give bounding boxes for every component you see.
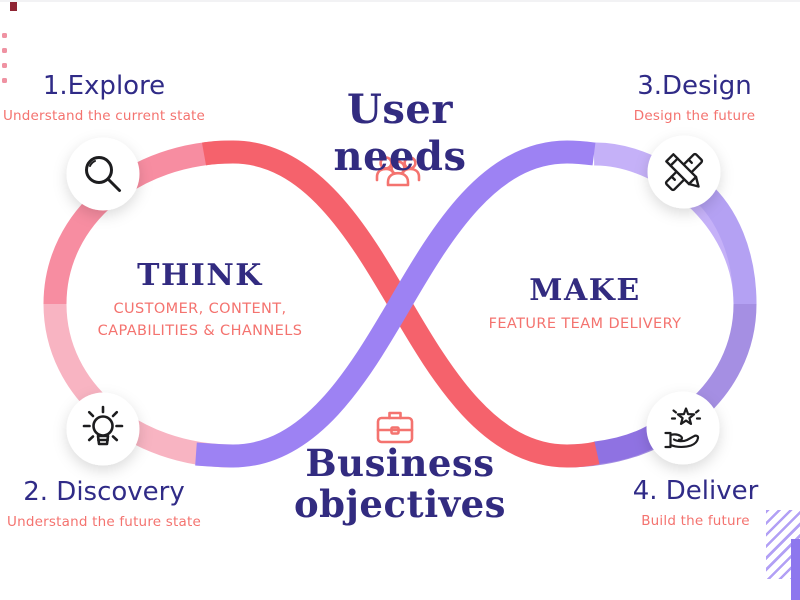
corner-accent-tick [10, 2, 17, 11]
accent-dot [2, 63, 7, 68]
accent-dot [2, 78, 7, 83]
stage-explore: 1.Explore Understand the current state [0, 71, 210, 124]
make-subtitle: FEATURE TEAM DELIVERY [488, 316, 682, 332]
stage-deliver-subtitle: Build the future [641, 512, 750, 529]
stage-design-subtitle: Design the future [633, 107, 756, 124]
stage-explore-label: 1.Explore [42, 71, 166, 101]
deliver-hand-icon [646, 391, 720, 465]
think-block: THINK CUSTOMER, CONTENT, CAPABILITIES & … [92, 258, 308, 343]
think-subtitle: CUSTOMER, CONTENT, CAPABILITIES & CHANNE… [97, 301, 303, 339]
stage-deliver-label: 4. Deliver [632, 476, 759, 506]
stage-discovery-label: 2. Discovery [23, 477, 185, 507]
make-block: MAKE FEATURE TEAM DELIVERY [477, 273, 693, 336]
business-objectives-title: Business objectives [293, 441, 507, 526]
ribbon-segment-purple-main [195, 140, 596, 468]
accent-dot [2, 48, 7, 53]
dot-column-accent [2, 33, 7, 93]
stage-design: 3.Design Design the future [592, 71, 797, 124]
stage-deliver: 4. Deliver Build the future [593, 476, 798, 529]
make-title: MAKE [529, 273, 641, 308]
design-tools-icon [647, 135, 721, 209]
search-icon [66, 137, 140, 211]
lightbulb-icon [66, 392, 140, 466]
edge-bar-accent [791, 539, 800, 600]
briefcase-icon [376, 411, 414, 444]
users-group-icon [375, 156, 421, 187]
accent-dot [2, 33, 7, 38]
user-needs-title: User needs [333, 86, 467, 180]
stage-explore-subtitle: Understand the current state [2, 107, 206, 124]
stage-discovery-subtitle: Understand the future state [7, 513, 201, 530]
stage-design-label: 3.Design [637, 71, 752, 101]
think-title: THINK [137, 258, 263, 293]
stage-discovery: 2. Discovery Understand the future state [0, 477, 210, 530]
